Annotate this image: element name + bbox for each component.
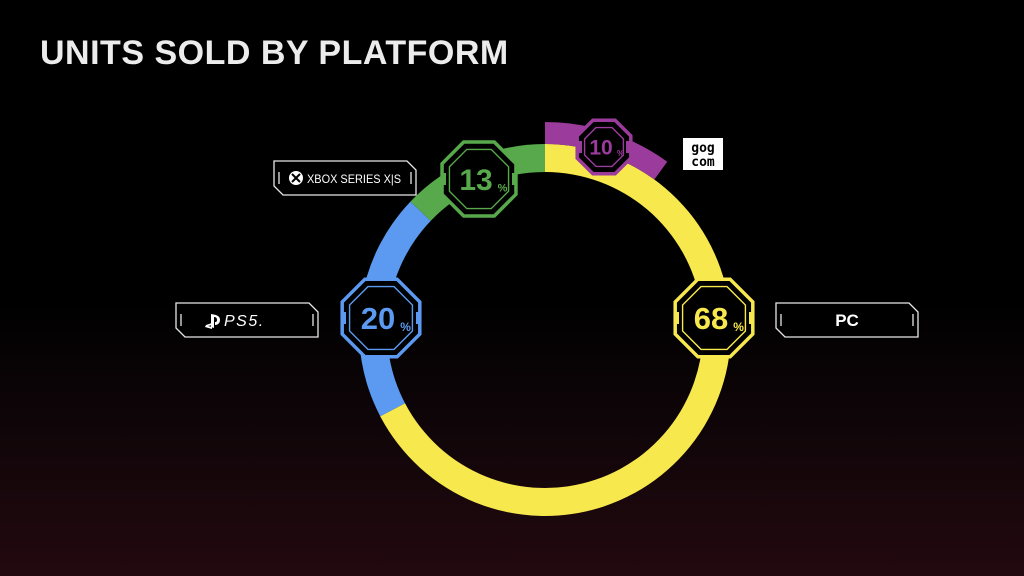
badge-pc-unit: % (733, 320, 744, 334)
badge-gog: 10% (575, 118, 633, 176)
segment-ps5 (359, 201, 431, 417)
label-box-xbox: XBOX SERIES X|S (273, 160, 417, 196)
badge-gog-unit: % (617, 149, 624, 158)
playstation-icon (205, 314, 220, 329)
badge-pc-value: 68 (694, 301, 728, 336)
badge-ps5-unit: % (400, 320, 411, 334)
chart-title: UNITS SOLD BY PLATFORM (40, 34, 509, 72)
label-box-pc: PC (775, 302, 919, 338)
badge-xbox: 13% (440, 140, 518, 218)
label-pc: PC (835, 311, 859, 330)
label-gog-top: gog (691, 141, 714, 156)
label-xbox: XBOX SERIES X|S (307, 172, 401, 186)
badge-xbox-unit: % (498, 183, 508, 195)
badge-gog-value: 10 (589, 137, 612, 160)
badge-xbox-value: 13 (459, 164, 492, 197)
xbox-icon (289, 171, 303, 185)
badge-ps5-value: 20 (361, 301, 395, 336)
badge-ps5: 20% (340, 277, 422, 359)
label-ps5: PS5. (224, 313, 265, 330)
label-box-ps5: PS5. (175, 302, 319, 338)
label-gog-bottom: com (691, 155, 715, 170)
badge-pc: 68% (673, 277, 755, 359)
